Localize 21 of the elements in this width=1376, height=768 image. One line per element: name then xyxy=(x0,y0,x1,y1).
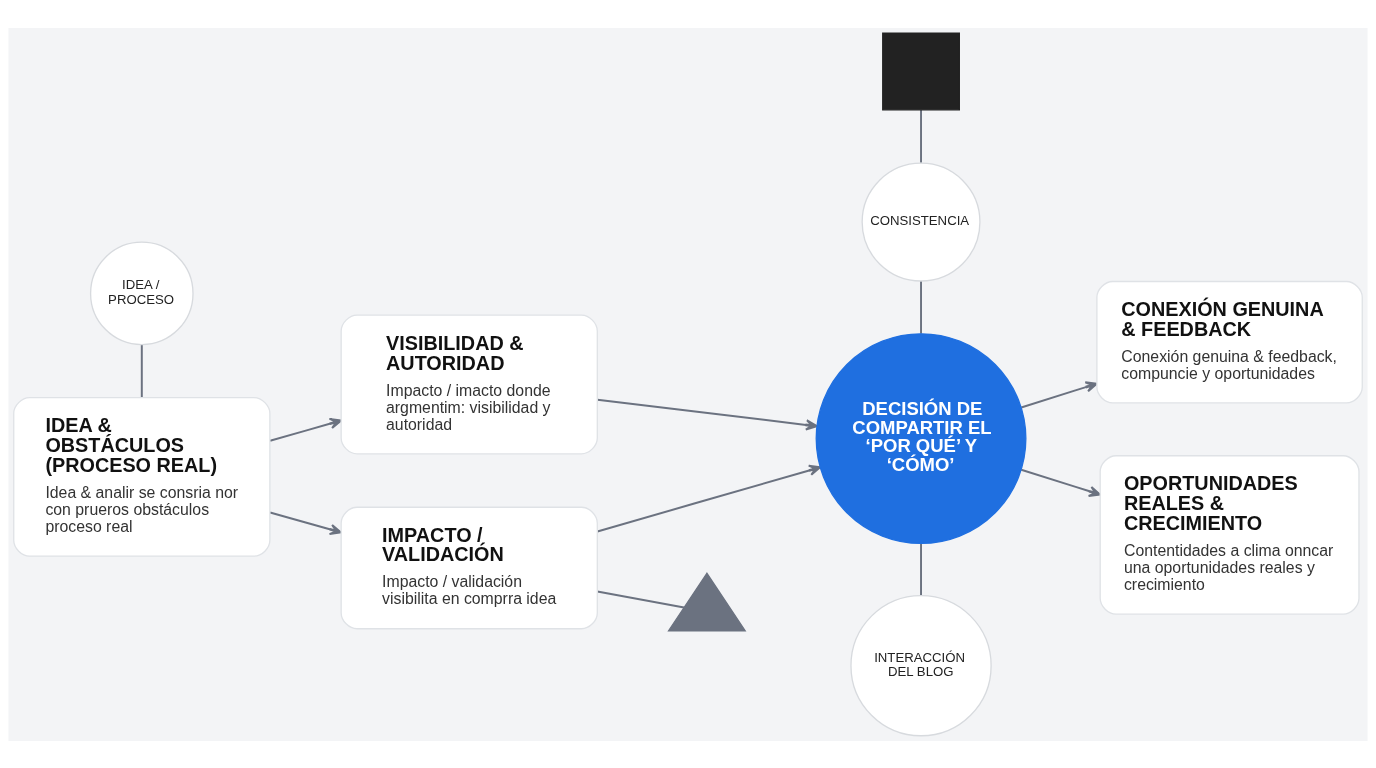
arrow xyxy=(1020,468,1102,497)
connector xyxy=(920,279,923,335)
node-circle: INTERACCIÓN DEL BLOG xyxy=(850,594,992,736)
node-box xyxy=(882,32,960,110)
node-circle: IDEA / PROCESO xyxy=(89,241,194,345)
node-circle: DECISIÓN DE COMPARTIR EL ‘POR QUÉ’ Y ‘CÓMO’ xyxy=(815,332,1027,544)
arrow xyxy=(269,417,342,442)
node-box: IMPACTO / VALIDACIÓN Impacto / validación visibilita en comprra idea xyxy=(340,506,598,629)
connector xyxy=(140,343,143,398)
arrow xyxy=(596,464,822,532)
node-box: VISIBILIDAD & AUTORIDAD Impacto / imacto donde argmentim: visibilidad y autoridad xyxy=(340,314,598,454)
arrow xyxy=(1020,380,1098,408)
node-box: OPORTUNIDADES REALES & CRECIMIENTO Contentidades a clima onncar una oportunidades reales y crecimiento xyxy=(1099,454,1360,615)
arrow xyxy=(596,398,818,431)
node-circle: CONSISTENCIA xyxy=(861,162,981,282)
arrow xyxy=(269,511,342,535)
node-box: IDEA & OBSTÁCULOS (PROCESO REAL) Idea & analir se consria nor con prueros obstáculos proceso real xyxy=(13,396,271,557)
connector xyxy=(596,590,685,609)
node-box: CONEXIÓN GENUINA & FEEDBACK Conexión genuina & feedback, compuncie y oportunidades xyxy=(1096,280,1363,404)
node-triangle xyxy=(667,571,747,631)
connector xyxy=(920,542,923,597)
